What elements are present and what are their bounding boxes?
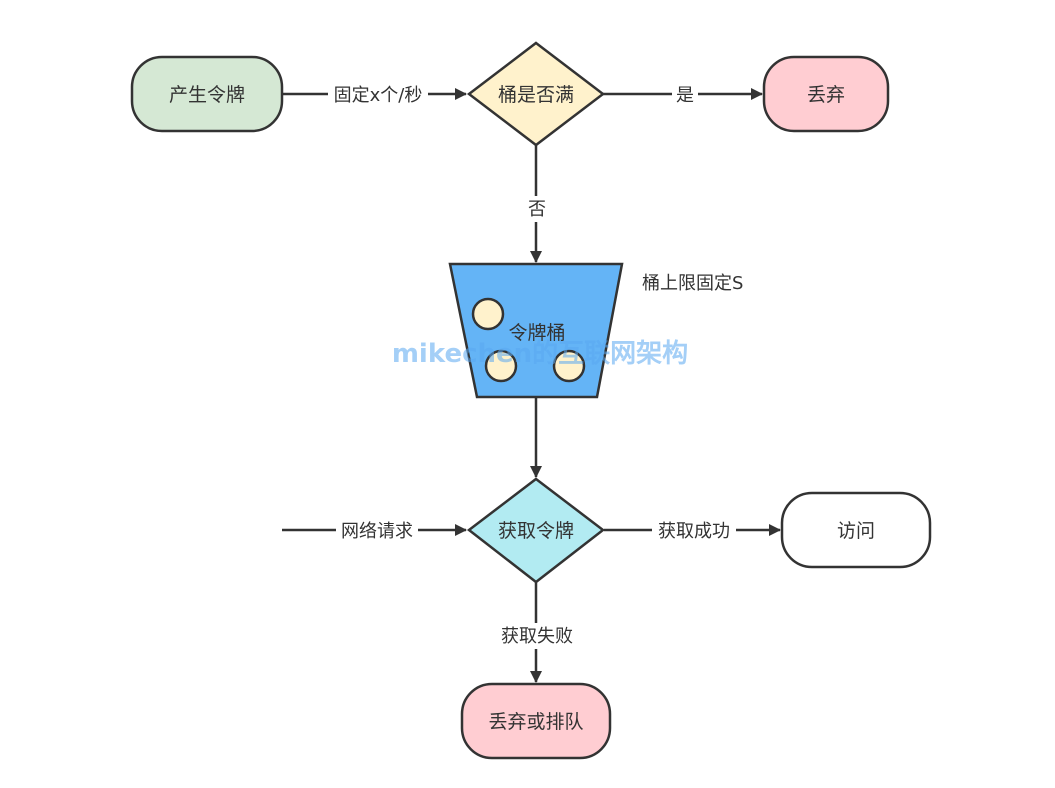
- node-bucket-full-decision: 桶是否满: [466, 41, 606, 147]
- node-get-token-decision: 获取令牌: [466, 477, 606, 584]
- edge-label-network-request: 网络请求: [341, 521, 413, 542]
- node-token-bucket: 令牌桶: [448, 262, 624, 399]
- token-circle: [552, 349, 586, 383]
- edge-label-yes: 是: [676, 85, 694, 106]
- edge-label-no: 否: [528, 199, 546, 220]
- bucket-limit-annotation: 桶上限固定S: [642, 273, 743, 294]
- node-discard-or-queue-label: 丢弃或排队: [488, 711, 583, 733]
- node-token-bucket-label: 令牌桶: [508, 322, 565, 344]
- node-discard-or-queue: 丢弃或排队: [460, 682, 612, 760]
- token-circle: [484, 349, 518, 383]
- token-circle: [471, 297, 505, 331]
- edge-label-rate: 固定x个/秒: [334, 85, 423, 106]
- node-access: 访问: [780, 491, 932, 569]
- edge-label-get-fail: 获取失败: [501, 626, 573, 647]
- node-generate-token-label: 产生令牌: [169, 84, 245, 106]
- edge-labels: 固定x个/秒 是 否 网络请求 获取成功 获取失败: [328, 82, 736, 649]
- node-discard-label: 丢弃: [807, 84, 845, 106]
- watermark: mikechen的互联网架构: [392, 338, 688, 369]
- node-get-token-label: 获取令牌: [498, 520, 574, 542]
- node-access-label: 访问: [837, 520, 875, 542]
- node-generate-token: 产生令牌: [130, 55, 284, 133]
- edge-label-get-success: 获取成功: [658, 521, 730, 542]
- node-bucket-full-label: 桶是否满: [498, 84, 574, 106]
- node-discard: 丢弃: [762, 55, 890, 133]
